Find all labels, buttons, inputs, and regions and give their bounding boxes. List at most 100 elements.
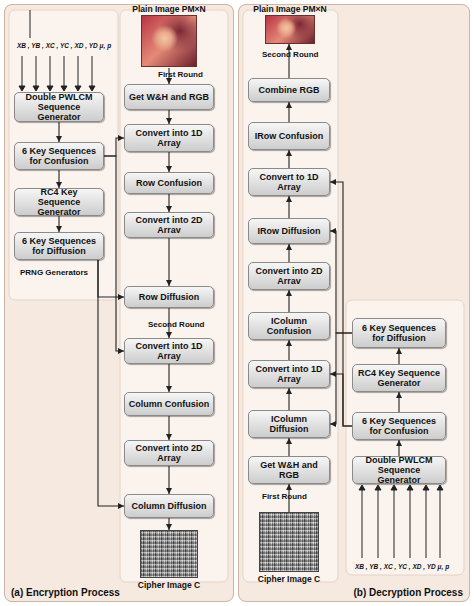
arrow-head [19, 86, 25, 91]
flow-arrow [330, 231, 352, 333]
flow-arrow [98, 260, 124, 297]
box-label: Convert into 2D Arrav [128, 215, 210, 235]
box-label: 6 Key Sequences for Diffusion [18, 236, 100, 256]
flow-arrow [168, 416, 169, 440]
flow-arrow [98, 260, 124, 506]
flow-arrow [168, 466, 169, 494]
flow-arrow [288, 290, 289, 312]
stage-label: First Round [158, 70, 203, 79]
process-box: Convert into 1D Array [248, 360, 330, 388]
box-label: IColumn Confusion [252, 316, 326, 336]
arrow-head [391, 485, 397, 490]
input-wire [440, 490, 441, 558]
cipher-image [140, 530, 198, 578]
stage-label: Second Round [148, 320, 204, 329]
input-wire [362, 490, 363, 558]
input-parameters: XB , YB , XC , YC , XD , YD μ, p [350, 563, 454, 570]
process-panel: (a) Encryption ProcessDouble PWLCM Seque… [4, 4, 234, 602]
box-label: Convert to 1D Array [252, 172, 326, 192]
process-box: Convert into 2D Array [124, 440, 214, 466]
flow-arrow [398, 440, 399, 456]
process-box: Combine RGB [248, 78, 330, 102]
input-wire [92, 56, 93, 86]
process-box: IColumn Confusion [248, 312, 330, 340]
box-label: IRow Diffusion [258, 226, 321, 236]
input-wire [50, 56, 51, 86]
box-label: Column Confusion [129, 399, 210, 409]
box-label: IRow Confusion [255, 131, 324, 141]
process-box: Get W&H and RGB [124, 84, 214, 110]
process-box: Convert into 1D Array [124, 124, 214, 152]
box-label: Combine RGB [258, 85, 319, 95]
input-arrows [19, 10, 443, 558]
box-label: Convert into 1D Array [128, 128, 210, 148]
image-figure: Cipher Image C [248, 512, 330, 588]
box-label: RC4 Key Sequence Generator [18, 187, 100, 217]
process-box: 6 Key Sequences for Diffusion [14, 232, 104, 260]
flow-arrow [288, 196, 289, 218]
flow-arrow [288, 244, 289, 262]
panel-fill [238, 4, 470, 602]
box-label: 6 Key Sequences for Confusion [356, 416, 442, 436]
box-label: Get W&H and RGB [129, 92, 209, 102]
stage-label: First Round [262, 492, 307, 501]
arrow-head [375, 485, 381, 490]
plain-image [141, 15, 197, 67]
image-caption: Plain Image PM×N [132, 4, 205, 15]
process-box: 6 Key Sequences for Confusion [352, 412, 446, 440]
flow-arrow [168, 364, 169, 392]
process-box: IRow Confusion [248, 122, 330, 150]
flow-arrow [398, 392, 399, 412]
region-fill [243, 10, 338, 582]
arrow-head [33, 86, 39, 91]
box-label: Convert into 1D Array [252, 364, 326, 384]
flow-arrow [168, 518, 169, 530]
process-box: Row Confusion [124, 172, 214, 194]
region-fill [9, 10, 118, 300]
arrow-head [89, 86, 95, 91]
flow-arrow [330, 182, 352, 426]
process-box: Column Diffusion [124, 494, 214, 518]
flow-arrow [288, 340, 289, 360]
flow-arrow [168, 238, 169, 286]
process-box: 6 Key Sequences for Diffusion [352, 318, 446, 348]
input-wire [410, 490, 411, 558]
panel-fill [4, 4, 234, 602]
arrow-head [61, 86, 67, 91]
flow-arrow [288, 150, 289, 168]
process-box: IRow Diffusion [248, 218, 330, 244]
process-box: IColumn Diffusion [248, 410, 330, 438]
input-wire [22, 56, 23, 86]
flow-arrow [58, 216, 59, 232]
flow-arrow [330, 374, 352, 426]
box-label: 6 Key Sequences for Confusion [18, 146, 100, 166]
process-box: Row Diffusion [124, 286, 214, 308]
flow-arrow [168, 110, 169, 124]
flow-arrow [58, 122, 59, 142]
box-label: 6 Key Sequences for Diffusion [356, 323, 442, 343]
cipher-image [259, 512, 319, 572]
image-caption: Cipher Image C [258, 574, 320, 585]
input-wire [78, 56, 79, 86]
box-label: Row Confusion [136, 178, 202, 188]
box-label: Column Diffusion [132, 501, 207, 511]
image-caption: Plain Image PM×N [253, 4, 326, 15]
process-box: 6 Key Sequences for Confusion [14, 142, 104, 170]
process-box: Double PWLCM Sequence Generator [352, 456, 446, 484]
arrow-head [47, 86, 53, 91]
arrow-head [423, 485, 429, 490]
arrow-head [75, 86, 81, 91]
process-box: Double PWLCM Sequence Generator [14, 92, 104, 122]
arrow-head [407, 485, 413, 490]
stage-label: Second Round [262, 50, 318, 59]
input-wire [30, 10, 31, 38]
flow-arrow [104, 156, 124, 351]
box-label: Double PWLCM Sequence Generator [18, 92, 100, 122]
region-fill [120, 10, 228, 582]
flow-arrow [58, 170, 59, 188]
box-label: Convert into 2D Array [128, 443, 210, 463]
process-box: Get W&H and RGB [248, 456, 330, 484]
